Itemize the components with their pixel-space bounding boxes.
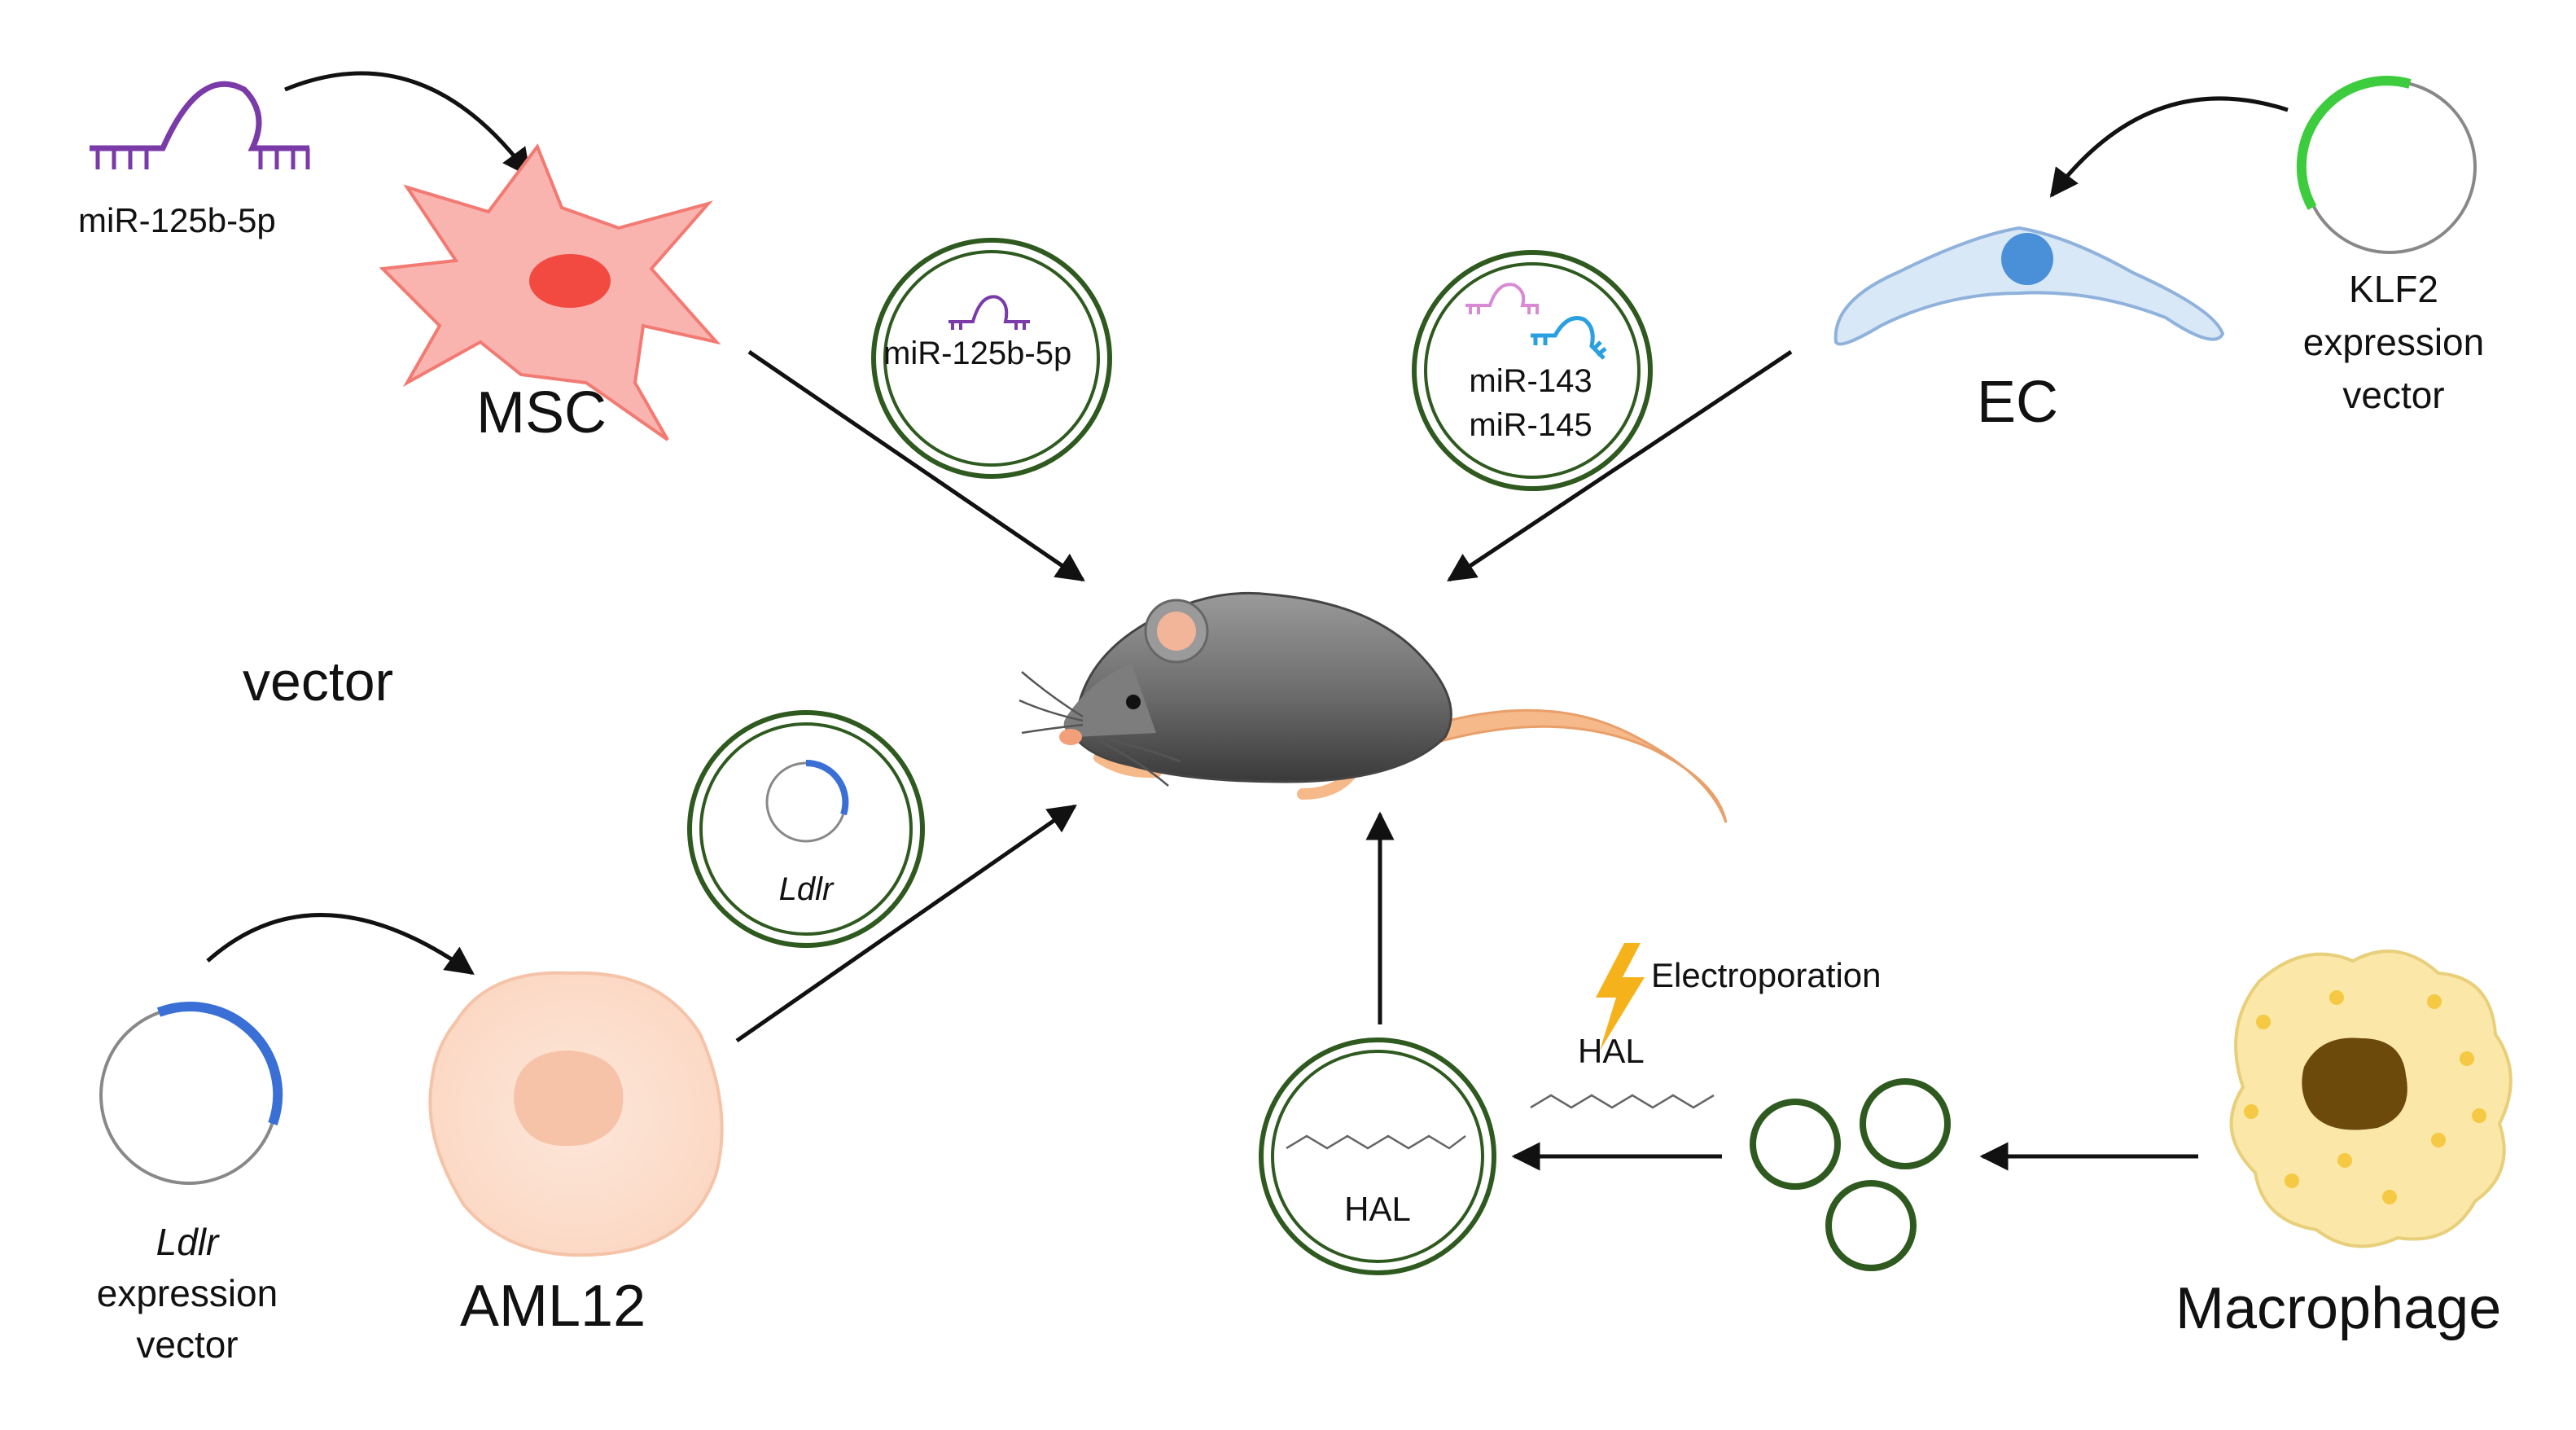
klf2-label-line2: expression — [2302, 321, 2485, 363]
vesicle-mir143-145 — [1412, 250, 1653, 491]
klf2-plasmid-icon — [2296, 76, 2477, 254]
macrophage-cell — [2229, 950, 2512, 1248]
curved-arrow-mir-to-msc — [284, 71, 532, 178]
ec-cell — [1833, 226, 2225, 346]
msc-label: MSC — [476, 380, 607, 445]
mouse-illustration — [1019, 591, 1728, 823]
mouse-tail — [1430, 708, 1728, 823]
macrophage-label: Macrophage — [2175, 1276, 2502, 1341]
mir143-label: miR-143 — [1469, 363, 1592, 399]
hal-vesicle — [1259, 1037, 1496, 1275]
klf2-label-line3: vector — [2342, 374, 2445, 416]
msc-nucleus — [529, 254, 611, 308]
ldlr-label-line1: Ldlr — [156, 1221, 219, 1263]
mir125-vesicle-label: miR-125b-5p — [883, 336, 1072, 371]
curved-arrow-plasmid-to-ec — [2049, 96, 2289, 198]
mirna-blue-icon — [1531, 316, 1607, 360]
klf2-label-line1: KLF2 — [2349, 268, 2438, 310]
ldlr-vesicle-label: Ldlr — [778, 871, 834, 907]
mouse-eye — [1126, 695, 1141, 709]
vector-label: vector — [243, 651, 394, 713]
hal-molecule-free-icon — [1530, 1094, 1715, 1109]
aml12-nucleus — [514, 1051, 624, 1147]
aml12-label: AML12 — [460, 1274, 646, 1339]
ec-label: EC — [1977, 370, 2059, 435]
ldlr-label-line2: expression — [96, 1272, 278, 1314]
ldlr-plasmid-icon — [99, 1002, 283, 1185]
ec-nucleus — [2001, 233, 2053, 285]
lightning-icon — [1596, 943, 1645, 1051]
mir145-label: miR-145 — [1469, 407, 1592, 443]
electroporation-label: Electroporation — [1651, 956, 1882, 994]
aml12-cell — [428, 971, 724, 1257]
arrow-aml12-to-mouse — [735, 804, 1077, 1043]
empty-vesicles — [1750, 1078, 1951, 1271]
hal-top-label: HAL — [1578, 1032, 1645, 1070]
curved-arrow-plasmid-to-aml12 — [206, 913, 475, 976]
vesicle-mir125 — [871, 238, 1112, 479]
arrow-msc-to-mouse — [747, 349, 1085, 582]
ldlr-label-line3: vector — [136, 1323, 239, 1366]
hal-vesicle-label: HAL — [1344, 1190, 1411, 1228]
msc-cell — [379, 143, 721, 441]
mirna-hairpin-icon — [90, 81, 310, 169]
mirna-pink-icon — [1465, 283, 1539, 314]
vesicle-ldlr — [687, 710, 925, 948]
mir125-source-label: miR-125b-5p — [78, 201, 276, 239]
hal-molecule-icon — [1286, 1134, 1466, 1150]
macrophage-nucleus — [2302, 1037, 2407, 1130]
arrow-ec-to-mouse — [1447, 349, 1793, 582]
